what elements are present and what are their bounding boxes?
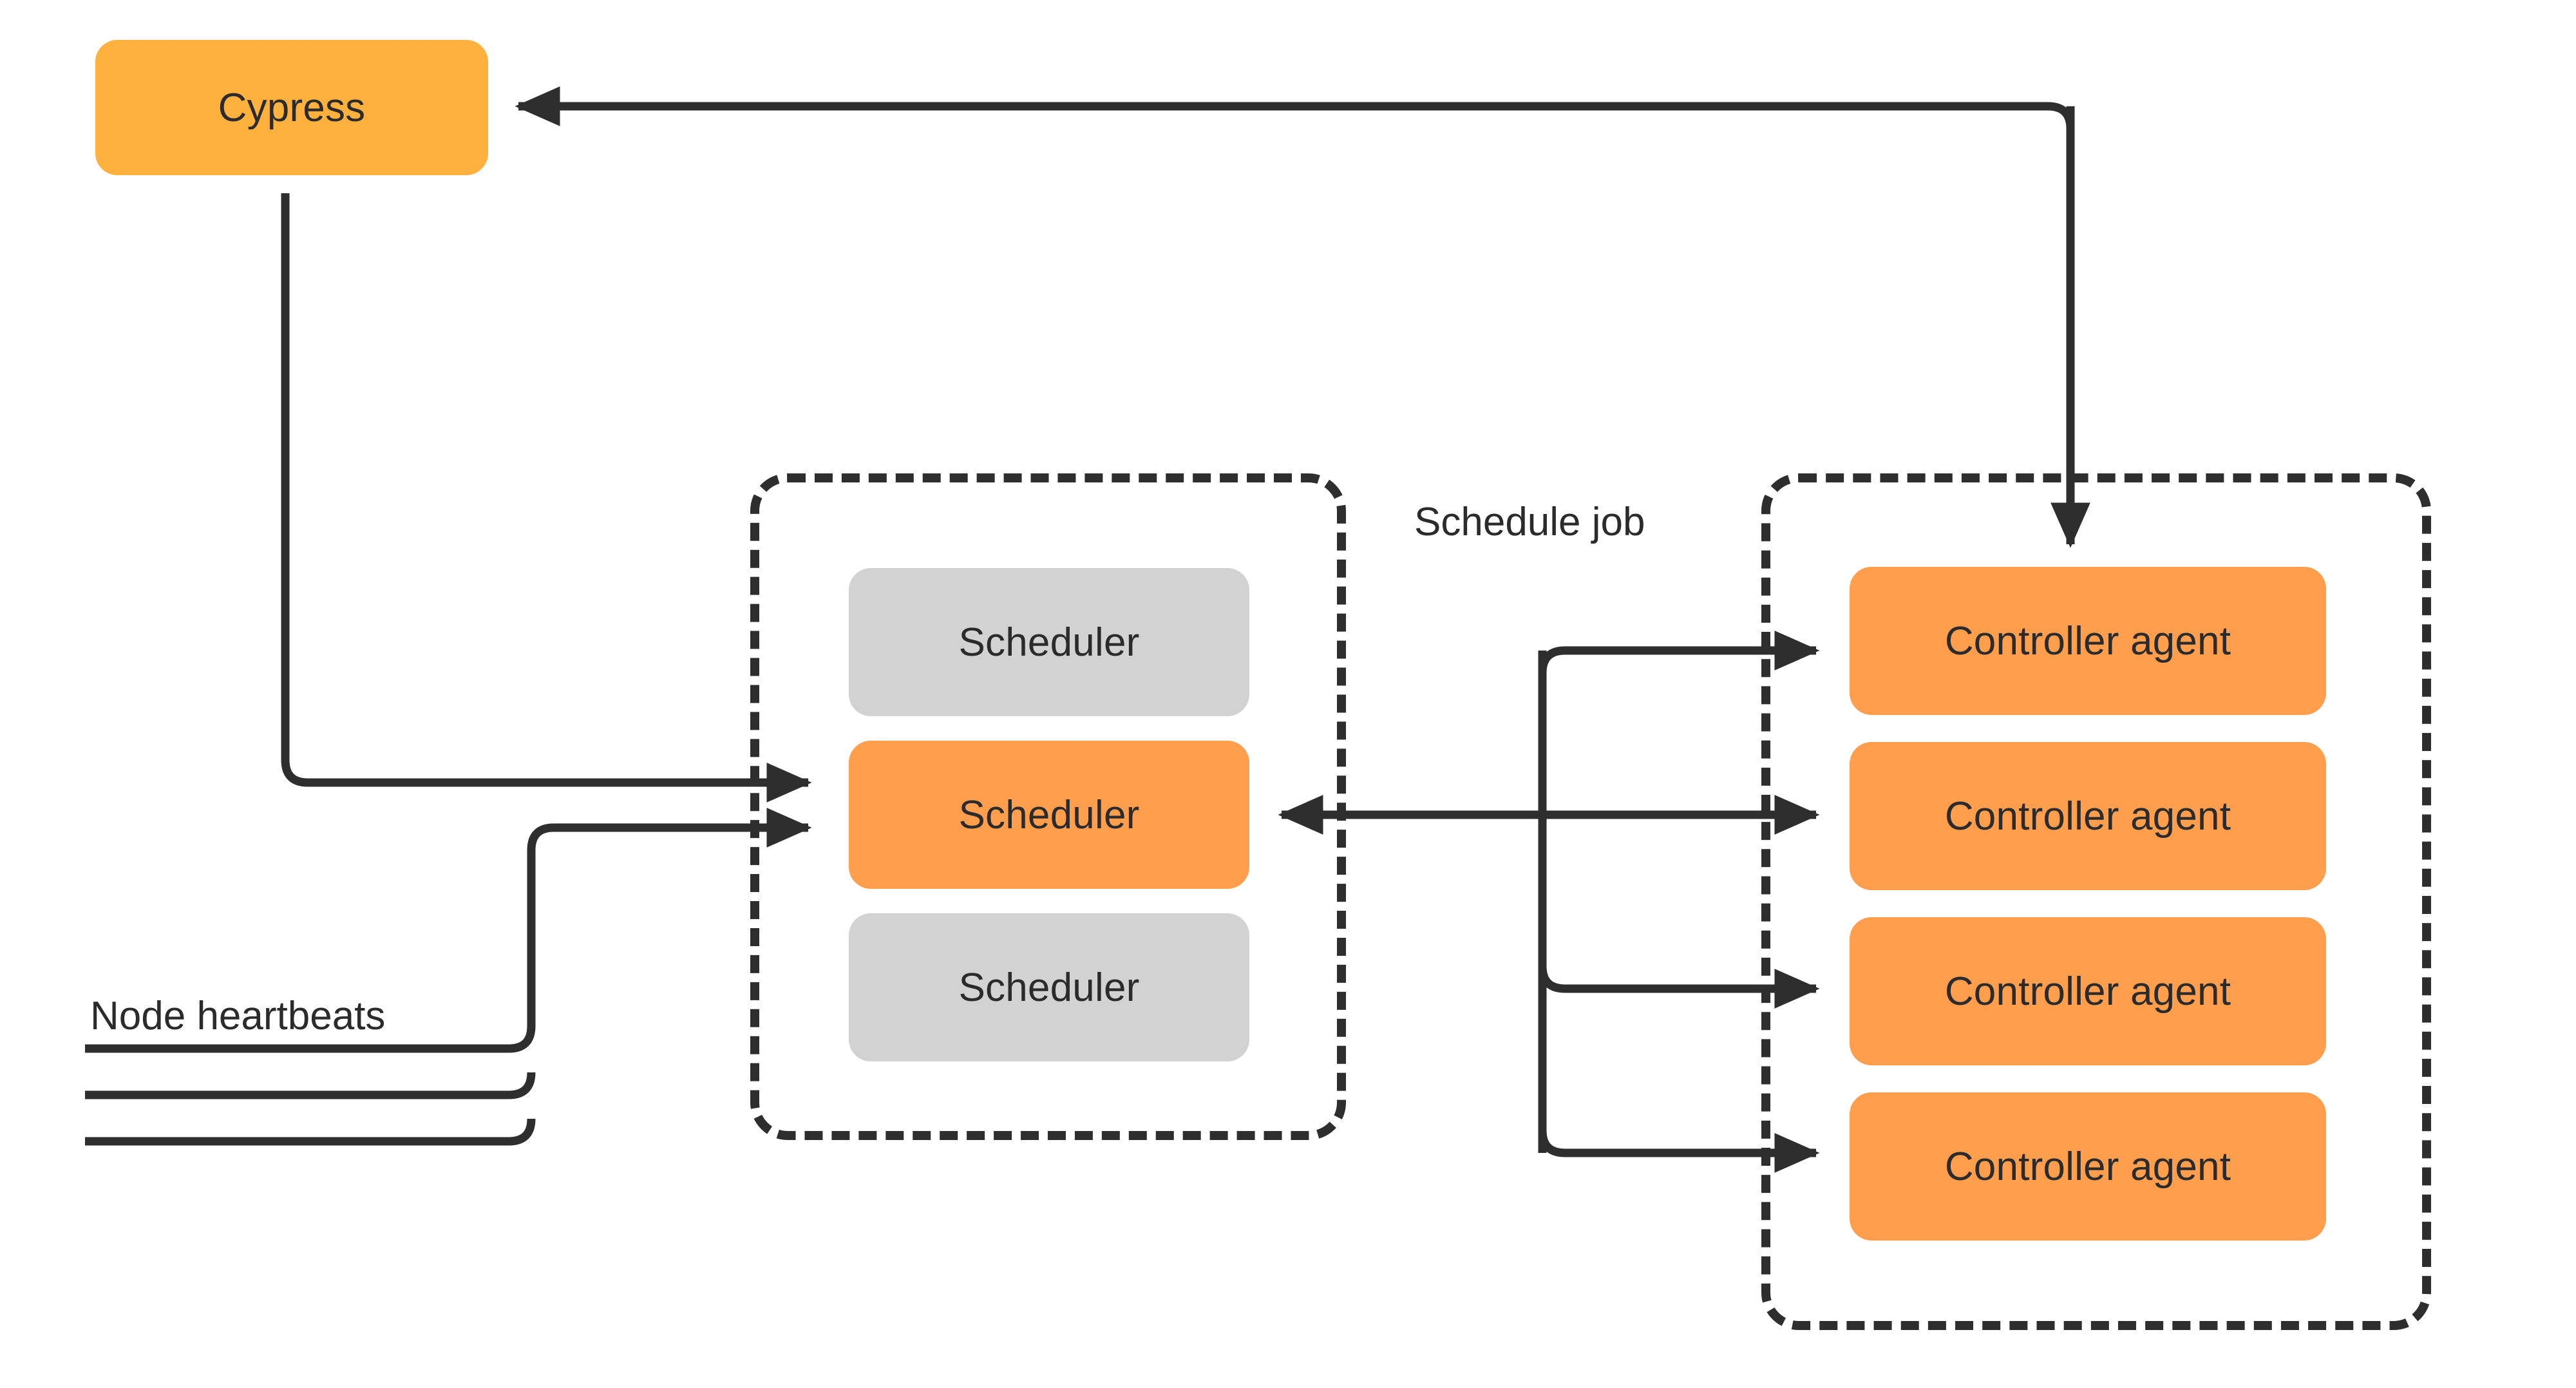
node-scheduler-1-label: Scheduler [958, 620, 1140, 665]
node-scheduler-2-active[interactable]: Scheduler [849, 741, 1249, 889]
node-controller-agent-4-label: Controller agent [1944, 1144, 2231, 1189]
edge-heartbeat-line-3 [85, 1118, 536, 1146]
node-controller-agent-1[interactable]: Controller agent [1850, 567, 2326, 715]
edge-label-node-heartbeats: Node heartbeats [90, 994, 386, 1038]
node-controller-agent-2[interactable]: Controller agent [1850, 742, 2326, 890]
node-controller-agent-3-label: Controller agent [1944, 969, 2231, 1014]
node-scheduler-3[interactable]: Scheduler [849, 913, 1249, 1061]
edge-cypress-to-scheduler [281, 193, 812, 803]
edge-agents-to-cypress [515, 86, 2075, 473]
scheduler-group-boundary [750, 473, 1346, 1140]
edge-heartbeat-line-2 [85, 1072, 536, 1099]
node-scheduler-3-label: Scheduler [958, 965, 1140, 1010]
node-scheduler-2-label: Scheduler [958, 792, 1140, 837]
node-scheduler-1[interactable]: Scheduler [849, 568, 1249, 716]
controller-agent-group-boundary [1761, 473, 2431, 1330]
node-controller-agent-3[interactable]: Controller agent [1850, 917, 2326, 1065]
node-controller-agent-2-label: Controller agent [1944, 794, 2231, 839]
edge-label-schedule-job: Schedule job [1414, 500, 1645, 544]
node-controller-agent-1-label: Controller agent [1944, 618, 2231, 663]
node-cypress[interactable]: Cypress [95, 40, 488, 175]
node-controller-agent-4[interactable]: Controller agent [1850, 1092, 2326, 1241]
node-cypress-label: Cypress [218, 85, 366, 130]
